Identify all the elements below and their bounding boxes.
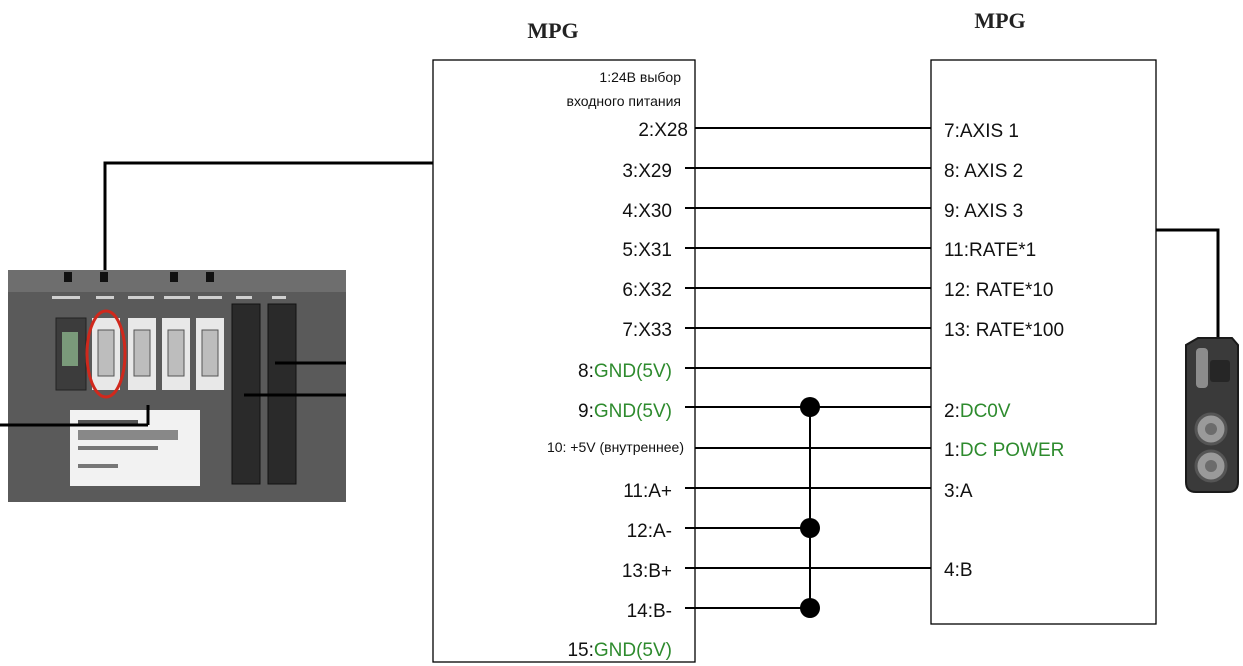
- cable-controller-to-mpg: [103, 161, 433, 285]
- left-pin-6: 6:X32: [622, 280, 672, 301]
- controller-panel-photo-icon: [0, 270, 346, 502]
- left-pin-15-gnd: GND(5V): [594, 640, 672, 661]
- right-pin-1-num: 1:: [944, 440, 960, 461]
- left-pin-12: 12:A-: [627, 521, 672, 542]
- mpg-port-highlight-ring: [85, 309, 127, 399]
- left-pin-5: 5:X31: [622, 240, 672, 261]
- junction-dot-b-minus: [800, 598, 820, 618]
- handwheel-pendant-photo-icon: [1185, 337, 1239, 493]
- left-pin-14: 14:B-: [627, 601, 672, 622]
- cable-mpg-to-pendant: [1156, 228, 1220, 340]
- left-pin-10: 10: +5V (внутреннее): [547, 439, 684, 455]
- left-pin-8-gnd: GND(5V): [594, 361, 672, 382]
- right-pin-3: 3:A: [944, 481, 973, 502]
- right-connector-box: [930, 59, 1157, 625]
- left-pin-8-num: 8:: [578, 361, 594, 382]
- junction-dots: [800, 397, 820, 618]
- junction-dot-gnd: [800, 397, 820, 417]
- left-pin-15-num: 15:: [567, 640, 593, 661]
- right-pin-labels: 7:AXIS 1 8: AXIS 2 9: AXIS 3 11:RATE*1 1…: [944, 121, 1064, 581]
- left-pin-1-line1: 1:24В выбор: [599, 69, 681, 85]
- left-pin-1-line2: входного питания: [567, 93, 682, 109]
- right-pin-11: 11:RATE*1: [944, 240, 1036, 261]
- left-pin-13: 13:B+: [622, 561, 672, 582]
- right-pin-4: 4:B: [944, 560, 973, 581]
- left-pin-3: 3:X29: [622, 161, 672, 182]
- left-pin-9-num: 9:: [578, 401, 594, 422]
- wires: [685, 127, 931, 609]
- left-pin-11: 11:A+: [623, 481, 672, 502]
- right-pin-9: 9: AXIS 3: [944, 201, 1023, 222]
- left-pin-8: 8:GND(5V): [578, 361, 672, 382]
- right-pin-2: 2:DC0V: [944, 401, 1011, 422]
- right-pin-8: 8: AXIS 2: [944, 161, 1023, 182]
- left-connector-title: MPG: [527, 18, 578, 43]
- left-pin-labels: 1:24В выбор входного питания 2:X28 3:X29…: [547, 69, 688, 661]
- left-pin-15: 15:GND(5V): [567, 640, 672, 661]
- right-pin-1-dcpower: DC POWER: [960, 440, 1065, 461]
- left-pin-2: 2:X28: [638, 120, 688, 141]
- left-pin-7: 7:X33: [622, 320, 672, 341]
- right-pin-7: 7:AXIS 1: [944, 121, 1019, 142]
- right-pin-2-dc0v: DC0V: [960, 401, 1011, 422]
- right-pin-13: 13: RATE*100: [944, 320, 1064, 341]
- left-connector-box: [432, 59, 696, 663]
- right-pin-12: 12: RATE*10: [944, 280, 1053, 301]
- right-pin-1: 1:DC POWER: [944, 440, 1064, 461]
- left-pin-9-gnd: GND(5V): [594, 401, 672, 422]
- left-pin-4: 4:X30: [622, 201, 672, 222]
- left-pin-9: 9:GND(5V): [578, 401, 672, 422]
- junction-dot-a-minus: [800, 518, 820, 538]
- right-pin-2-num: 2:: [944, 401, 960, 422]
- right-connector-title: MPG: [974, 8, 1025, 33]
